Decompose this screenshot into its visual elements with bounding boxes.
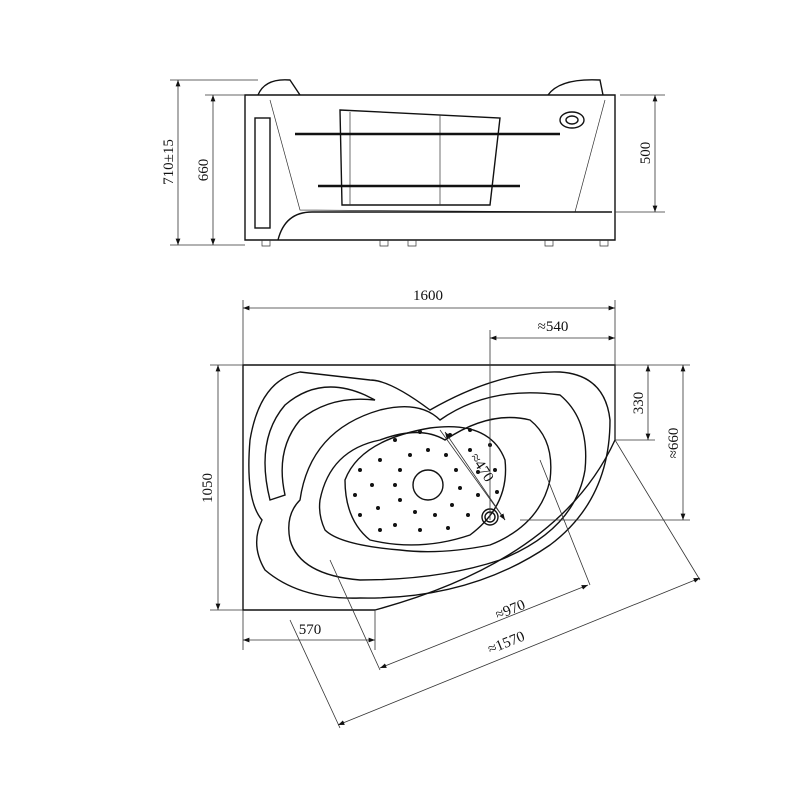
dim-length: 1600 <box>413 288 443 304</box>
dim-diagonal-length: ≈1570 <box>486 629 527 658</box>
dim-corner-depth: 330 <box>631 392 647 415</box>
dim-rim-height: 500 <box>638 142 654 165</box>
dim-inner-diameter: ≈470 <box>466 451 496 485</box>
dim-body-height: 660 <box>196 159 212 182</box>
hydromassage-dot-pattern <box>353 428 499 532</box>
side-dimension-lines <box>170 79 665 246</box>
dim-corner-offset: ≈540 <box>538 319 569 335</box>
dim-right-side: ≈660 <box>666 428 682 459</box>
dim-total-height: 710±15 <box>161 139 177 185</box>
side-elevation-view <box>244 79 616 247</box>
plan-view <box>242 364 616 611</box>
dim-bottom-edge: 570 <box>299 622 322 638</box>
dim-inner-length: ≈970 <box>493 597 527 623</box>
dim-width: 1050 <box>200 473 216 503</box>
plan-dimension-lines <box>210 300 701 729</box>
